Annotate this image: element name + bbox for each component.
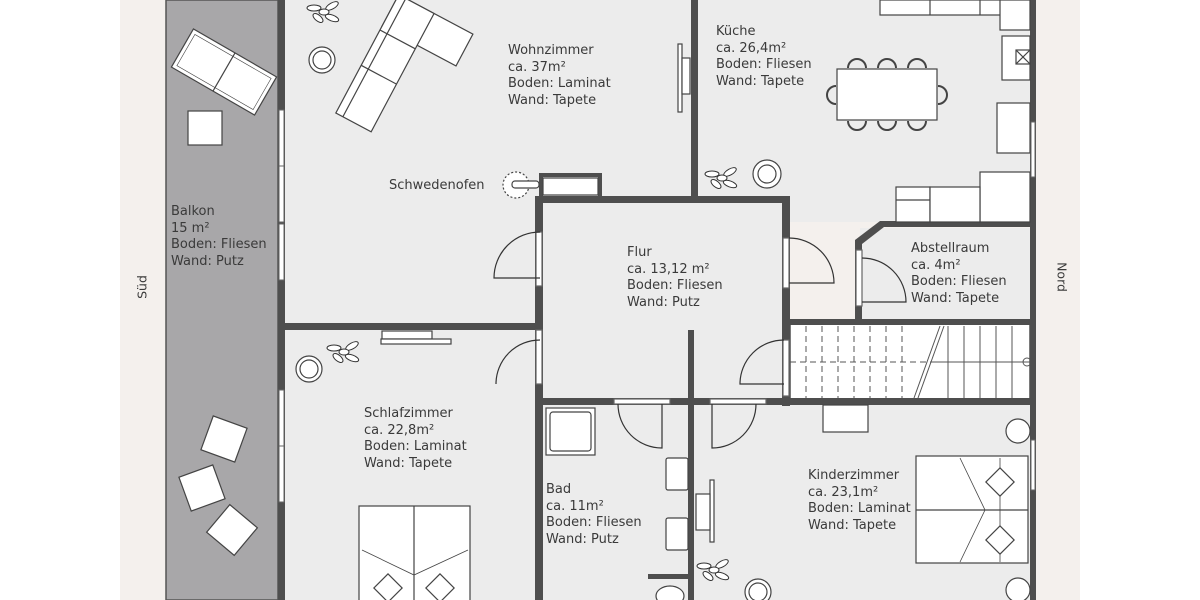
room-label-flur: Flur ca. 13,12 m² Boden: Fliesen Wand: P…	[627, 245, 723, 311]
room-floor: Boden: Fliesen	[627, 278, 723, 293]
windows	[278, 109, 1036, 503]
room-name: Flur	[627, 245, 652, 260]
room-wall: Wand: Putz	[627, 294, 700, 310]
room-area: ca. 22,8m²	[364, 422, 435, 438]
room-name: Schlafzimmer	[364, 406, 453, 421]
room-name: Balkon	[171, 204, 215, 219]
room-wall: Wand: Tapete	[808, 517, 897, 533]
compass-south-label: Süd	[134, 275, 150, 299]
room-floor: Boden: Laminat	[808, 501, 911, 516]
room-label-bad: Bad ca. 11m² Boden: Fliesen Wand: Putz	[546, 482, 642, 548]
room-name: Küche	[716, 24, 756, 39]
room-floor: Boden: Laminat	[364, 439, 467, 454]
room-area: ca. 11m²	[546, 498, 604, 514]
furniture	[170, 0, 1031, 600]
room-name: Abstellraum	[911, 241, 990, 256]
room-label-abstellraum: Abstellraum ca. 4m² Boden: Fliesen Wand:…	[911, 241, 1007, 307]
room-area: ca. 26,4m²	[716, 40, 787, 56]
room-wall: Wand: Putz	[546, 531, 619, 547]
room-label-schlafzimmer: Schlafzimmer ca. 22,8m² Boden: Laminat W…	[364, 406, 467, 472]
room-name: Bad	[546, 482, 572, 497]
room-floor: Boden: Fliesen	[171, 237, 267, 252]
room-floor: Boden: Fliesen	[716, 57, 812, 72]
room-label-wohnzimmer: Wohnzimmer ca. 37m² Boden: Laminat Wand:…	[508, 43, 611, 109]
room-area: ca. 23,1m²	[808, 484, 879, 500]
room-wall: Wand: Tapete	[508, 92, 597, 108]
room-wall: Wand: Tapete	[716, 73, 805, 89]
room-label-kinderzimmer: Kinderzimmer ca. 23,1m² Boden: Laminat W…	[808, 468, 911, 534]
plant-icons	[306, 1, 738, 581]
room-wall: Wand: Tapete	[911, 290, 1000, 306]
room-wall: Wand: Putz	[171, 253, 244, 269]
staircase	[789, 323, 1032, 401]
stove-label: Schwedenofen	[389, 178, 485, 193]
room-area: ca. 4m²	[911, 257, 961, 273]
room-label-balkon: Balkon 15 m² Boden: Fliesen Wand: Putz	[171, 204, 267, 270]
room-wall: Wand: Tapete	[364, 455, 453, 471]
room-floor: Boden: Laminat	[508, 76, 611, 91]
room-area: ca. 13,12 m²	[627, 261, 710, 277]
room-area: ca. 37m²	[508, 59, 566, 75]
room-label-kueche: Küche ca. 26,4m² Boden: Fliesen Wand: Ta…	[716, 24, 812, 90]
room-name: Kinderzimmer	[808, 468, 900, 483]
room-area: 15 m²	[171, 220, 210, 236]
room-floor: Boden: Fliesen	[911, 274, 1007, 289]
compass-north-label: Nord	[1054, 262, 1070, 292]
room-floor: Boden: Fliesen	[546, 515, 642, 530]
doors	[493, 231, 907, 449]
room-name: Wohnzimmer	[508, 43, 594, 58]
